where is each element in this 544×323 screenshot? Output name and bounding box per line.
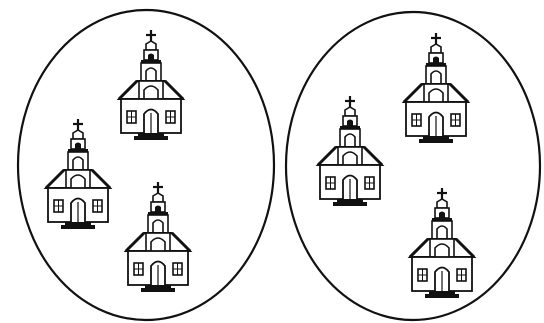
group-left [18, 10, 274, 320]
group-right [286, 12, 540, 320]
